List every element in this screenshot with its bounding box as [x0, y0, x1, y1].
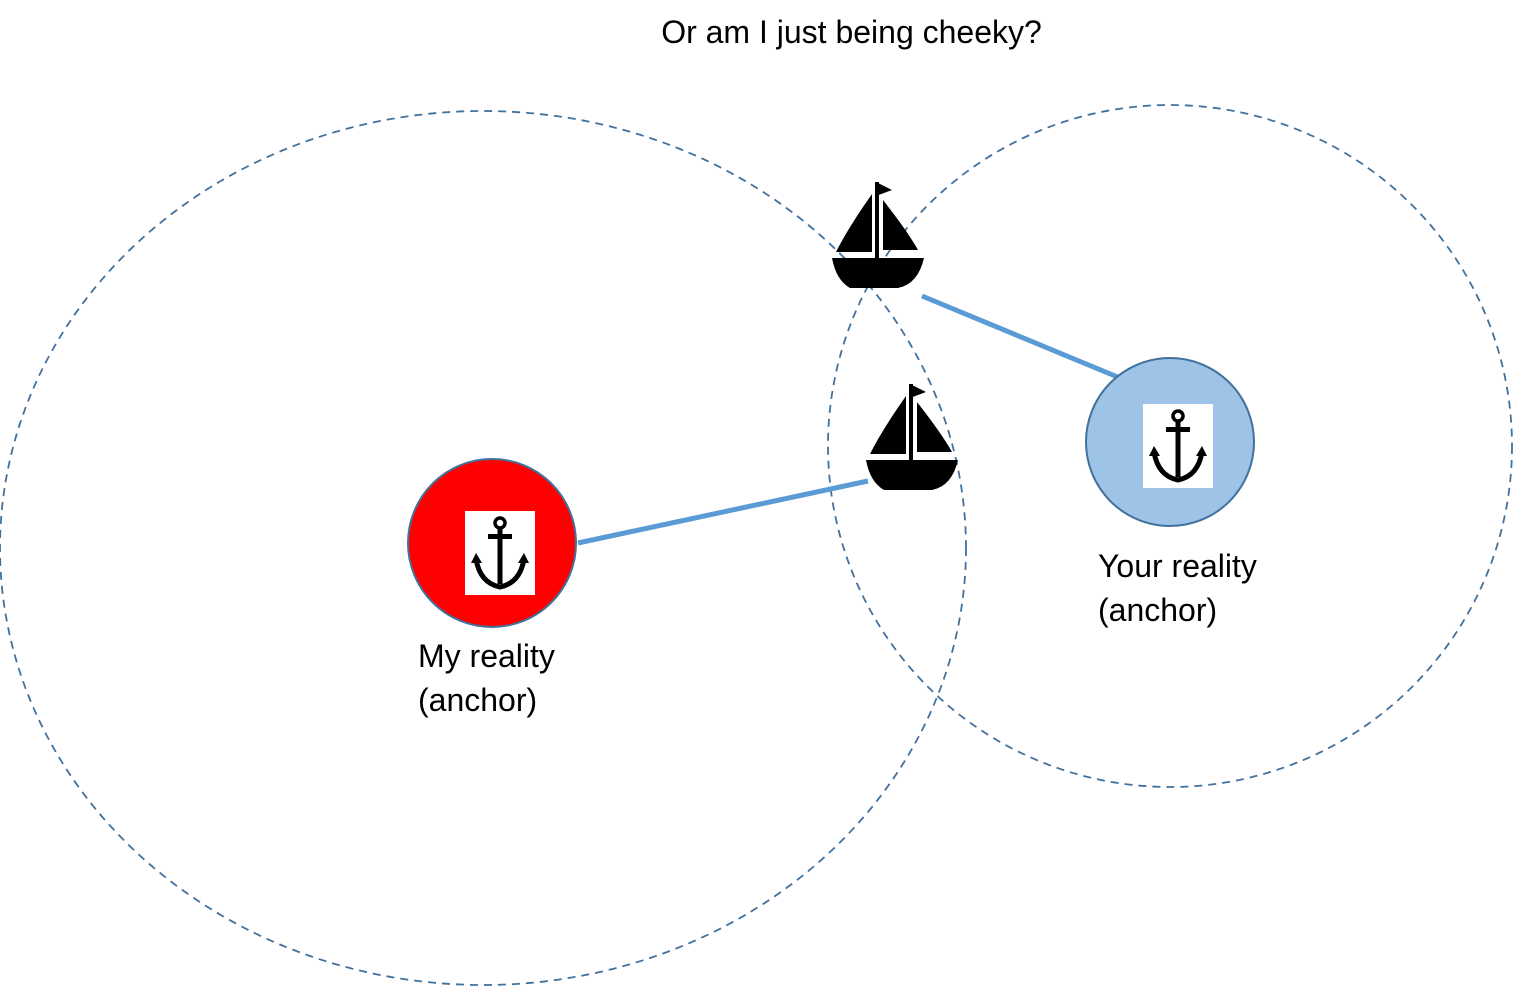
- diagram-title: Or am I just being cheeky?: [661, 14, 1042, 50]
- tether-your-reality: [921, 293, 1121, 381]
- sailboat-icon: [832, 182, 924, 288]
- your-reality-node: [1085, 357, 1255, 527]
- anchor-icon: [465, 511, 535, 595]
- my-reality-label-line2: (anchor): [418, 682, 538, 718]
- my-reality-node: [407, 458, 577, 628]
- sailboat-icon: [866, 384, 958, 490]
- your-reality-label-line2: (anchor): [1098, 592, 1218, 628]
- my-reality-label: My reality (anchor): [418, 634, 555, 722]
- anchor-icon: [1143, 404, 1213, 488]
- my-reality-boundary: [0, 110, 967, 986]
- your-reality-label: Your reality (anchor): [1098, 544, 1257, 632]
- tether-my-reality: [577, 478, 869, 546]
- my-reality-label-line1: My reality: [418, 638, 555, 674]
- your-reality-label-line1: Your reality: [1098, 548, 1257, 584]
- your-reality-boundary: [827, 104, 1513, 788]
